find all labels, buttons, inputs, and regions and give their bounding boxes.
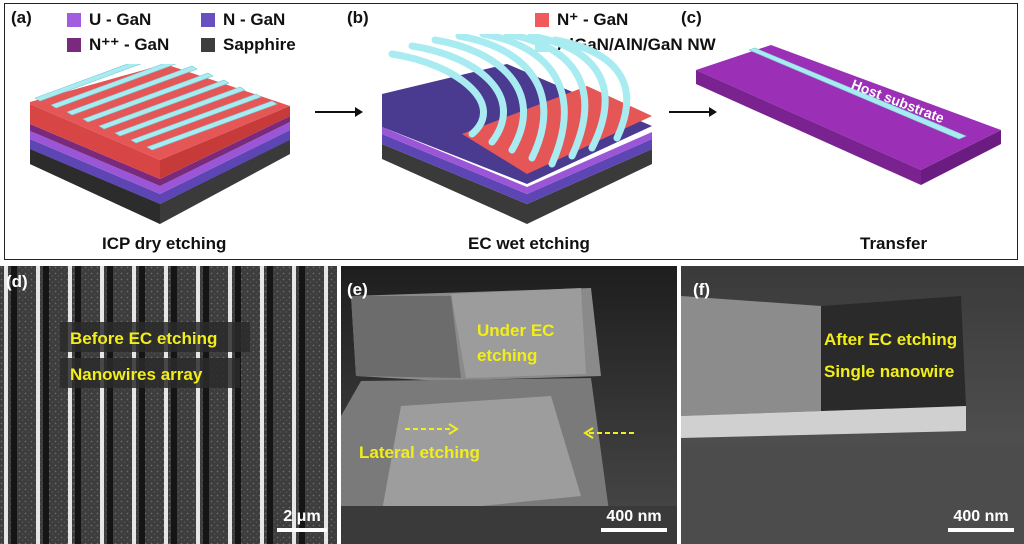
annotation-nanowires-array: Nanowires array <box>70 365 203 384</box>
legend-swatch <box>67 13 81 27</box>
arrow-lateral-left <box>405 423 459 435</box>
schematic-panel: (a) (b) (c) U - GaN N - GaN N⁺⁺ - GaN Sa… <box>4 3 1018 260</box>
legend-sapphire: Sapphire <box>201 35 296 55</box>
legend-npp-gan: N⁺⁺ - GaN <box>67 35 169 55</box>
panel-label-b: (b) <box>347 8 369 27</box>
annotation-before-ec: Before EC etching <box>70 329 218 348</box>
caption-b: EC wet etching <box>468 234 590 253</box>
panel-label-f: (f) <box>693 280 710 299</box>
arrow-a-to-b <box>315 107 363 117</box>
scalebar-label: 400 nm <box>953 508 1009 525</box>
annotation-etching: etching <box>477 346 538 365</box>
single-nanowire-image <box>681 266 1024 544</box>
scalebar-f: 400 nm <box>948 508 1014 532</box>
annotation-under-ec: Under EC <box>477 321 555 340</box>
caption-a: ICP dry etching <box>102 234 227 253</box>
arrow-lateral-right <box>583 427 637 439</box>
scalebar-label: 2 μm <box>283 508 321 525</box>
sem-image-d: (d) Before EC etching Nanowires array 2 … <box>0 266 337 544</box>
legend-n-gan: N - GaN <box>201 10 285 30</box>
scalebar-bar <box>948 528 1014 532</box>
legend-label: AlGaN/AlN/GaN NW <box>557 35 716 54</box>
panel-label-a: (a) <box>11 8 32 27</box>
sem-image-e: (e) Under EC etching Lateral etching 400… <box>341 266 677 544</box>
scalebar-label: 400 nm <box>606 508 662 525</box>
scalebar-d: 2 μm <box>277 508 327 532</box>
legend-label: N⁺ - GaN <box>557 10 629 29</box>
scalebar-bar <box>277 528 327 532</box>
legend-swatch <box>201 13 215 27</box>
scalebar-e: 400 nm <box>601 508 667 532</box>
annotation-single-nanowire: Single nanowire <box>824 362 955 381</box>
arrow-b-to-c <box>669 107 717 117</box>
caption-c: Transfer <box>860 234 928 253</box>
legend-label: U - GaN <box>89 10 152 29</box>
sem-image-f: (f) After EC etching Single nanowire 400… <box>681 266 1024 544</box>
panel-label-e: (e) <box>347 280 368 299</box>
legend-swatch <box>201 38 215 52</box>
annotation-after-ec: After EC etching <box>824 330 958 349</box>
legend-swatch <box>67 38 81 52</box>
legend-label: N⁺⁺ - GaN <box>89 35 170 54</box>
under-etching-image <box>341 266 677 544</box>
annotation-lateral-etching: Lateral etching <box>359 443 480 462</box>
device-stack-b <box>382 34 652 224</box>
panel-label-d: (d) <box>6 272 28 291</box>
legend-swatch <box>535 13 549 27</box>
host-substrate <box>696 45 1001 185</box>
nanowire-array-image <box>0 266 337 544</box>
legend-u-gan: U - GaN <box>67 10 151 30</box>
legend-label: Sapphire <box>223 35 296 54</box>
legend-np-gan: N⁺ - GaN <box>535 10 628 30</box>
scalebar-bar <box>601 528 667 532</box>
panel-label-c: (c) <box>681 8 702 27</box>
legend-label: N - GaN <box>223 10 286 29</box>
device-stack-a <box>30 64 290 224</box>
